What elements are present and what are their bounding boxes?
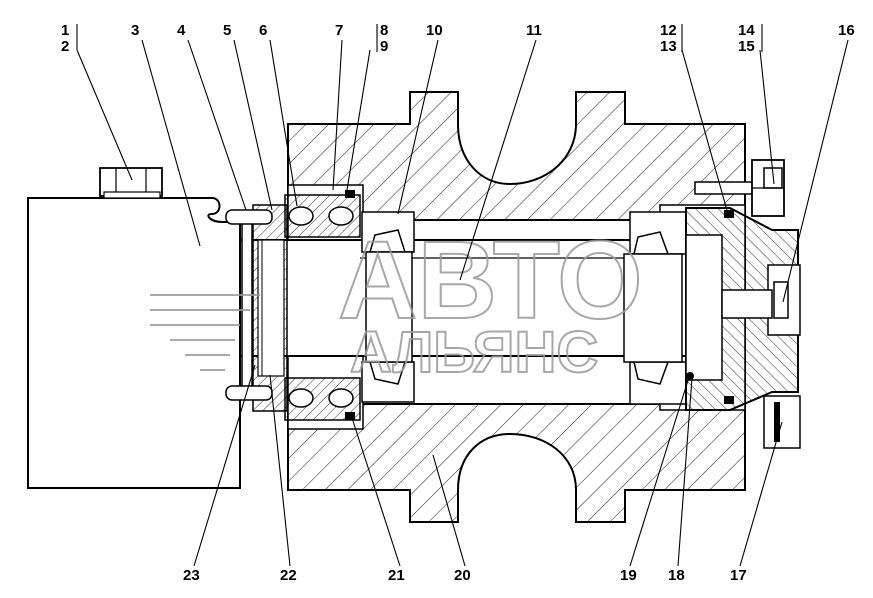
watermark: АВТО АЛЬЯНС <box>150 218 644 386</box>
right-tapered-bearing <box>623 211 687 405</box>
callout-16: 16 <box>838 22 855 39</box>
left-seal-assembly <box>284 194 361 421</box>
callout-15: 15 <box>738 38 755 55</box>
leader-lines <box>76 24 849 567</box>
callout-11: 11 <box>526 22 542 39</box>
callout-2: 2 <box>61 38 69 55</box>
callout-22: 22 <box>280 567 297 584</box>
callout-10: 10 <box>426 22 443 39</box>
callout-8: 8 <box>380 22 388 39</box>
callout-9: 9 <box>380 38 388 55</box>
callout-14: 14 <box>738 22 755 39</box>
end-cover <box>685 207 801 449</box>
watermark-line2: АЛЬЯНС <box>350 320 598 385</box>
left-tapered-bearing <box>361 211 415 403</box>
callout-20: 20 <box>454 567 471 584</box>
callout-21: 21 <box>388 567 405 584</box>
callout-labels: 1 2 3 4 5 6 7 8 9 10 11 12 13 14 15 16 1… <box>61 22 855 584</box>
bracket <box>27 167 273 489</box>
callout-7: 7 <box>335 22 343 39</box>
callout-4: 4 <box>177 22 186 39</box>
callout-5: 5 <box>223 22 231 39</box>
cover-bolt <box>694 159 785 217</box>
callout-19: 19 <box>620 567 637 584</box>
callout-6: 6 <box>259 22 267 39</box>
watermark-line1: АВТО <box>338 219 643 342</box>
callout-3: 3 <box>131 22 139 39</box>
callout-13: 13 <box>660 38 677 55</box>
callout-17: 17 <box>730 567 747 584</box>
callout-1: 1 <box>61 22 69 39</box>
callout-23: 23 <box>183 567 200 584</box>
callout-12: 12 <box>660 22 677 39</box>
callout-18: 18 <box>668 567 685 584</box>
